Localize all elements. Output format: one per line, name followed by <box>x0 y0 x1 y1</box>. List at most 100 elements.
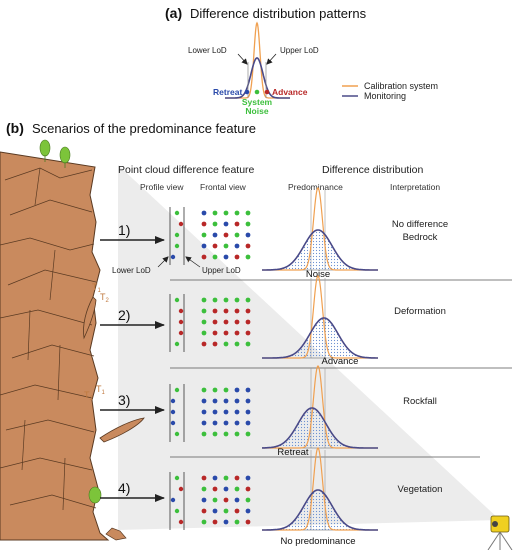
lower-lod-label-b: Lower LoD <box>112 266 151 275</box>
frontal-point <box>212 297 218 303</box>
header-distribution: Difference distribution <box>322 164 424 176</box>
t2-label-upper: T2 <box>100 292 110 304</box>
dist-fill <box>262 490 378 530</box>
frontal-point <box>234 387 240 393</box>
header-feature: Point cloud difference feature <box>118 164 255 176</box>
frontal-point <box>234 221 240 227</box>
frontal-point <box>223 330 229 336</box>
dist-fill <box>262 408 378 448</box>
dist-monitoring-curve <box>262 229 378 271</box>
frontal-point <box>245 387 251 393</box>
t1-label-lower: T1 <box>96 384 106 396</box>
profile-point <box>170 420 176 426</box>
profile-point <box>170 497 176 503</box>
frontal-point <box>223 398 229 404</box>
legend-label-calibration: Calibration system <box>364 81 438 91</box>
frontal-point <box>223 319 229 325</box>
frontal-point <box>223 243 229 249</box>
profile-point <box>174 210 180 216</box>
profile-point <box>174 341 180 347</box>
frontal-point <box>201 341 207 347</box>
frontal-point <box>234 519 240 525</box>
scenario-number: 1) <box>118 222 130 238</box>
frontal-point <box>201 409 207 415</box>
lower-lod-arrow <box>237 53 248 65</box>
upper-lod-label-b: Upper LoD <box>202 266 241 275</box>
frontal-point <box>245 398 251 404</box>
frontal-point <box>223 420 229 426</box>
frontal-point <box>245 475 251 481</box>
frontal-point <box>201 387 207 393</box>
frontal-point <box>234 409 240 415</box>
frontal-point <box>223 254 229 260</box>
col-profile: Profile view <box>140 182 184 192</box>
system-dot <box>254 89 260 95</box>
col-interpretation: Interpretation <box>390 182 440 192</box>
frontal-point <box>201 475 207 481</box>
frontal-point <box>212 519 218 525</box>
profile-point <box>174 232 180 238</box>
frontal-point <box>201 319 207 325</box>
dist-fill <box>262 230 378 270</box>
profile-point <box>174 387 180 393</box>
interpretation-label: No difference <box>392 219 448 230</box>
profile-point <box>174 243 180 249</box>
frontal-point <box>212 497 218 503</box>
profile-point <box>170 409 176 415</box>
dist-monitoring-curve <box>262 407 378 449</box>
predominance-label: Advance <box>322 356 359 367</box>
frontal-point <box>212 420 218 426</box>
frontal-point <box>245 497 251 503</box>
dist-fill <box>262 318 378 358</box>
predominance-label: No predominance <box>281 536 356 547</box>
frontal-point <box>212 308 218 314</box>
cliff: T1 T2 T2 T1 <box>0 139 145 541</box>
retreat-dot <box>244 89 250 95</box>
frontal-point <box>201 420 207 426</box>
panel-a: (a) Difference distribution patterns Low… <box>165 5 438 116</box>
upper-lod-arrow <box>266 53 277 65</box>
profile-point <box>170 254 176 260</box>
frontal-point <box>234 243 240 249</box>
frontal-point <box>201 486 207 492</box>
frontal-point <box>234 210 240 216</box>
advance-label: Advance <box>272 87 308 97</box>
legend: Calibration system Monitoring <box>342 81 438 101</box>
frontal-point <box>245 221 251 227</box>
interpretation-label: Deformation <box>394 306 446 317</box>
frontal-point <box>245 297 251 303</box>
frontal-point <box>223 308 229 314</box>
frontal-point <box>245 508 251 514</box>
frontal-point <box>234 308 240 314</box>
frontal-point <box>234 497 240 503</box>
frontal-point <box>201 232 207 238</box>
interpretation-label-2: Bedrock <box>403 232 438 243</box>
frontal-point <box>234 420 240 426</box>
profile-point <box>178 330 184 336</box>
scenario-number: 3) <box>118 392 130 408</box>
frontal-point <box>234 398 240 404</box>
tree-2 <box>59 146 71 164</box>
frontal-point <box>212 221 218 227</box>
col-predominance: Predominance <box>288 182 343 192</box>
frontal-point <box>223 387 229 393</box>
laser-scanner <box>487 515 513 550</box>
frontal-point <box>223 486 229 492</box>
cliff-cracks <box>0 167 97 511</box>
profile-point <box>178 308 184 314</box>
tree-1 <box>39 139 51 157</box>
frontal-point <box>234 508 240 514</box>
frontal-point <box>245 254 251 260</box>
profile-point <box>178 519 184 525</box>
frontal-point <box>201 221 207 227</box>
frontal-point <box>245 420 251 426</box>
frontal-point <box>212 409 218 415</box>
profile-point <box>174 431 180 437</box>
cliff-body <box>0 151 110 541</box>
frontal-point <box>223 497 229 503</box>
frontal-point <box>234 319 240 325</box>
frontal-point <box>223 221 229 227</box>
frontal-point <box>212 387 218 393</box>
frontal-point <box>234 297 240 303</box>
